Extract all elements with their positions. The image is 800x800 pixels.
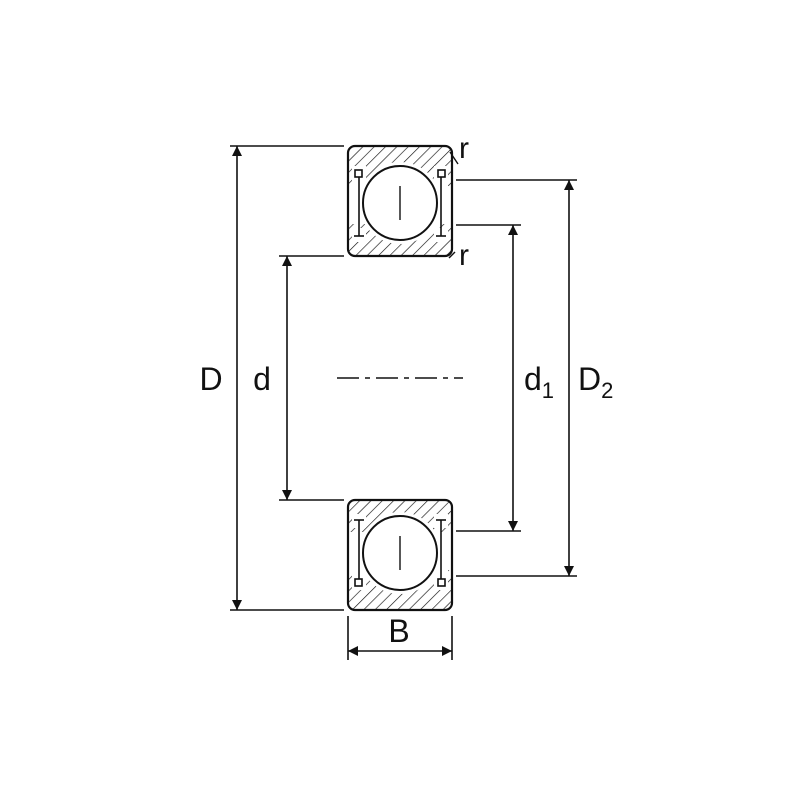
dimension-D2: D2: [456, 179, 613, 577]
dimension-B: B: [347, 613, 453, 660]
bottom-right-shield: [436, 519, 446, 587]
leader-line: [448, 251, 456, 259]
top-left-shield: [354, 169, 364, 237]
bearing-top-section: [346, 144, 454, 258]
chamfer-radius-inner: r: [448, 239, 469, 272]
label-width: B: [388, 613, 409, 649]
label-bore-diameter: d: [253, 361, 271, 397]
top-section-outline: [346, 144, 454, 258]
bottom-section-outline: [346, 498, 454, 612]
label-d1: d1: [524, 361, 554, 403]
label-r-inner: r: [459, 239, 469, 272]
label-outer-diameter: D: [199, 361, 222, 397]
chamfer-radius-outer: r: [449, 132, 469, 165]
dimension-D: D: [199, 145, 344, 611]
dimension-d1: d1: [456, 224, 554, 532]
leader-line: [449, 151, 459, 165]
bearing-bottom-section: [346, 498, 454, 612]
bottom-left-shield: [354, 519, 364, 587]
label-r-outer: r: [459, 132, 469, 165]
dimension-d: d: [253, 255, 344, 501]
top-right-shield: [436, 169, 446, 237]
label-D2: D2: [578, 361, 613, 403]
